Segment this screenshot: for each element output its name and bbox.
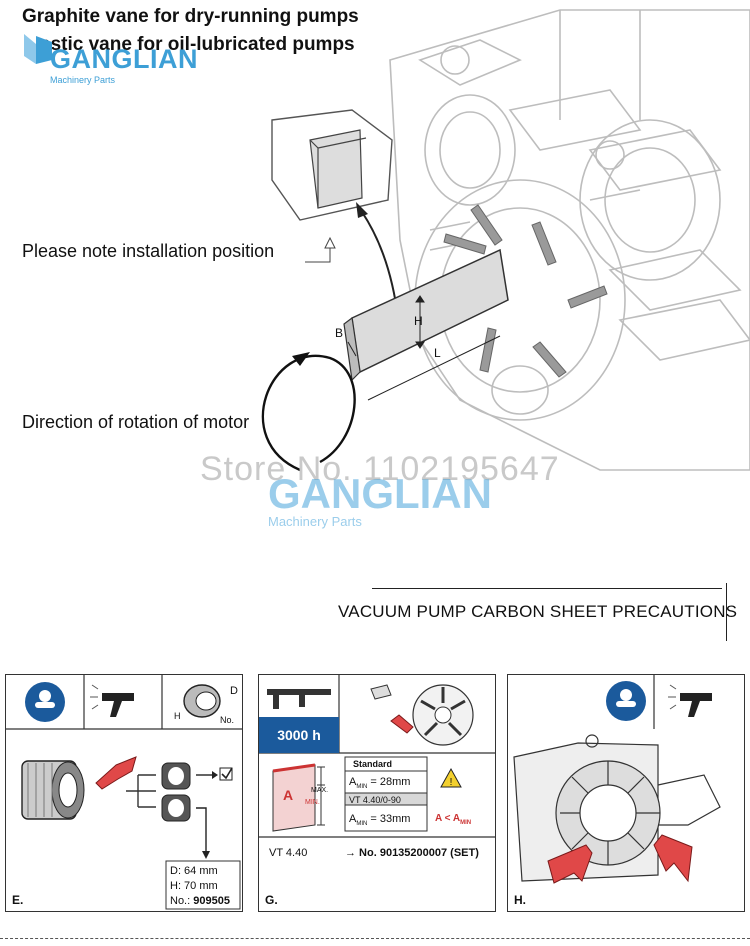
red-arrow-icon — [95, 756, 137, 790]
watermark-logo: GANGLIAN Machinery Parts — [262, 470, 562, 530]
panel-g-label: G. — [265, 893, 278, 907]
dim-d-label: D — [230, 685, 238, 697]
a-min-standard-value: = 28mm — [370, 776, 411, 788]
dim-h-label: H — [174, 711, 181, 721]
part-number-label: No.: — [170, 895, 191, 907]
brand-name: GANGLIAN — [50, 44, 198, 74]
eye-protection-icon — [606, 681, 646, 721]
a-min-vt-value: = 33mm — [370, 813, 411, 825]
a-min-standard: AMIN = 28mm — [349, 776, 411, 791]
filter-cartridge-icon — [183, 684, 221, 718]
model-label: VT 4.40 — [269, 847, 308, 859]
filter-diameter: D: 64 mm — [170, 865, 218, 877]
a-less-than-amin: A < AMIN — [435, 813, 472, 826]
a-min-standard-letter: A — [349, 776, 357, 788]
section-heading: VACUUM PUMP CARBON SHEET PRECAUTIONS — [338, 602, 738, 621]
panel-h-label: H. — [514, 893, 526, 907]
install-position-note: Please note installation position — [22, 241, 275, 261]
filter-part-number: No.: 909505 — [170, 895, 230, 907]
dim-label-h: H — [414, 314, 423, 328]
pump-cleaning-illustration — [513, 675, 721, 884]
filter-height: H: 70 mm — [170, 880, 218, 892]
vane-gauge-icon — [272, 763, 325, 832]
vane-wear-illustration: ! — [259, 675, 495, 838]
filter-ok-icon — [161, 762, 233, 790]
vane-max-label: MAX. — [311, 787, 329, 794]
filter-check-illustration — [6, 675, 242, 910]
store-watermark: Store No. 1102195647 — [200, 450, 560, 488]
watermark-brand-tagline: Machinery Parts — [268, 514, 362, 529]
vt-range-label: VT 4.40/0-90 — [349, 795, 401, 805]
panel-h-cleaning: H. — [507, 674, 745, 912]
pump-exploded-diagram — [261, 9, 750, 472]
air-gun-icon — [668, 684, 712, 717]
red-arrow-icon — [547, 834, 693, 884]
warning-icon: ! — [440, 767, 462, 788]
caliper-icon — [267, 689, 331, 709]
title-plastic-vane: astic vane for oil-lubricated pumps — [40, 34, 355, 55]
watermark-brand-name: GANGLIAN — [268, 470, 492, 517]
dim-no-label: No. — [220, 715, 235, 725]
panel-e-label: E. — [12, 893, 24, 907]
air-gun-icon — [90, 684, 134, 717]
rotor-housing-icon — [370, 684, 474, 746]
brand-logo: GANGLIAN Machinery Parts — [22, 30, 232, 88]
brand-mark-icon — [24, 34, 52, 64]
bottom-dashed-rule — [0, 938, 750, 939]
vane-set-part-number: → No. 90135200007 (SET) — [345, 847, 479, 859]
dim-label-l: L — [434, 346, 441, 360]
standard-label: Standard — [353, 759, 393, 769]
rotation-direction-note: Direction of rotation of motor — [22, 412, 250, 432]
a-min-vt: AMIN = 33mm — [349, 813, 411, 828]
panel-g-vane-wear: ! 3000 h A MAX. MIN. Standard AMIN = 28m… — [258, 674, 496, 912]
service-interval-badge: 3000 h — [259, 717, 339, 753]
svg-text:!: ! — [450, 777, 453, 788]
heading-rule-horizontal — [372, 588, 722, 589]
heading-rule-vertical — [726, 583, 727, 641]
filter-replace-icon — [161, 794, 210, 859]
brand-tagline: Machinery Parts — [50, 75, 116, 85]
dim-label-b: B — [335, 326, 344, 340]
part-number-value: 909505 — [193, 895, 230, 907]
eye-protection-icon — [25, 682, 65, 722]
pump-motor-icon — [513, 734, 721, 882]
a-min-vt-letter: A — [349, 813, 357, 825]
large-filter-icon — [21, 760, 85, 820]
vane-min-label: MIN. — [305, 799, 320, 806]
a-less-than-text: A < A — [435, 813, 461, 824]
panel-e-filter: D H No. D: 64 mm H: 70 mm No.: 909505 E. — [5, 674, 243, 912]
vane-a-letter: A — [283, 787, 294, 803]
title-graphite-vane: Graphite vane for dry-running pumps — [22, 6, 359, 27]
